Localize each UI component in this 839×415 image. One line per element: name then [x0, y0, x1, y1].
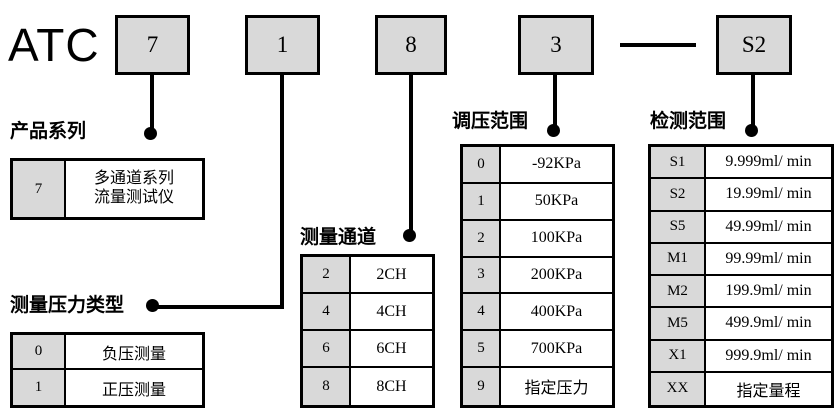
leader-line-pressure-type-vertical	[280, 75, 284, 309]
cell-description: 50KPa	[501, 183, 612, 219]
cell-description: 49.99ml/ min	[706, 211, 831, 242]
code-box-pressure-range[interactable]: 3	[518, 15, 594, 75]
caption-pressure-range: 调压范围	[452, 111, 529, 132]
cell-description: 99.99ml/ min	[706, 243, 831, 274]
cell-code: 2	[303, 257, 351, 292]
cell-description: 19.99ml/ min	[706, 179, 831, 210]
cell-description-line2: 流量测试仪	[93, 189, 174, 206]
table-product-series: 7 多通道系列 流量测试仪	[10, 158, 205, 220]
table-row[interactable]: 9 指定压力	[463, 368, 612, 405]
table-row[interactable]: 3 200KPa	[463, 257, 612, 295]
table-pressure-type: 0 负压测量 1 正压测量	[10, 332, 205, 408]
cell-description: 4CH	[351, 294, 432, 329]
caption-detection-range: 检测范围	[650, 111, 727, 132]
cell-description: 负压测量	[66, 335, 202, 368]
cell-code: 8	[303, 368, 351, 405]
cell-description: 9.999ml/ min	[706, 147, 831, 178]
cell-description: 100KPa	[501, 220, 612, 256]
cell-code: 4	[463, 294, 501, 330]
cell-description: 6CH	[351, 331, 432, 366]
cell-description: 499.9ml/ min	[706, 308, 831, 339]
table-pressure-range: 0 -92KPa 1 50KPa 2 100KPa 3 200KPa 4 400…	[460, 144, 615, 408]
cell-code: 6	[303, 331, 351, 366]
table-row[interactable]: 0 负压测量	[13, 335, 202, 370]
cell-code: 0	[13, 335, 66, 368]
code-box-detection-range[interactable]: S2	[716, 15, 792, 75]
cell-code: S2	[651, 179, 706, 210]
table-row[interactable]: S2 19.99ml/ min	[651, 179, 831, 212]
cell-description: 700KPa	[501, 331, 612, 367]
table-row[interactable]: S1 9.999ml/ min	[651, 147, 831, 180]
cell-code: 9	[463, 368, 501, 405]
table-row[interactable]: M5 499.9ml/ min	[651, 308, 831, 341]
table-row[interactable]: M2 199.9ml/ min	[651, 276, 831, 309]
separator-dash	[620, 43, 696, 47]
cell-code: M2	[651, 276, 706, 307]
leader-line-pressure-type-horizontal	[152, 305, 284, 309]
leader-dot-pressure-type	[146, 299, 159, 312]
model-prefix-label: ATC	[8, 19, 100, 71]
cell-code: 4	[303, 294, 351, 329]
leader-line-detection-range	[751, 75, 755, 130]
cell-code: X1	[651, 340, 706, 371]
cell-code: S5	[651, 211, 706, 242]
code-box-channels[interactable]: 8	[375, 15, 447, 75]
cell-description: 指定压力	[501, 368, 612, 405]
cell-description: 999.9ml/ min	[706, 340, 831, 371]
cell-description: 2CH	[351, 257, 432, 292]
table-detection-range: S1 9.999ml/ min S2 19.99ml/ min S5 49.99…	[648, 144, 834, 408]
table-row[interactable]: 5 700KPa	[463, 331, 612, 369]
cell-code: 3	[463, 257, 501, 293]
table-row[interactable]: X1 999.9ml/ min	[651, 340, 831, 373]
table-measure-channel: 2 2CH 4 4CH 6 6CH 8 8CH	[300, 254, 435, 408]
code-box-pressure-type[interactable]: 1	[245, 15, 320, 75]
cell-description: 指定量程	[706, 372, 831, 405]
cell-description: 8CH	[351, 368, 432, 405]
table-row[interactable]: 0 -92KPa	[463, 147, 612, 184]
caption-product-series: 产品系列	[10, 121, 87, 142]
cell-code: XX	[651, 372, 706, 405]
leader-dot-series	[144, 127, 157, 140]
cell-code: M5	[651, 308, 706, 339]
table-row[interactable]: 4 4CH	[303, 294, 432, 331]
leader-dot-detection-range	[745, 124, 758, 137]
table-row[interactable]: 6 6CH	[303, 331, 432, 368]
caption-measure-channel: 测量通道	[300, 227, 377, 248]
cell-description: 正压测量	[66, 370, 202, 405]
cell-code: 0	[463, 147, 501, 182]
cell-description: 400KPa	[501, 294, 612, 330]
leader-dot-pressure-range	[547, 124, 560, 137]
cell-code: 5	[463, 331, 501, 367]
leader-dot-channels	[403, 229, 416, 242]
table-row[interactable]: 4 400KPa	[463, 294, 612, 332]
table-row[interactable]: 1 正压测量	[13, 370, 202, 405]
leader-line-pressure-range	[553, 75, 557, 130]
table-row[interactable]: 7 多通道系列 流量测试仪	[13, 161, 202, 217]
cell-description: 多通道系列 流量测试仪	[66, 161, 202, 217]
table-row[interactable]: XX 指定量程	[651, 372, 831, 405]
cell-code: S1	[651, 147, 706, 178]
cell-description: 200KPa	[501, 257, 612, 293]
cell-code: 1	[463, 183, 501, 219]
cell-description: -92KPa	[501, 147, 612, 182]
leader-line-channels	[409, 75, 413, 235]
cell-description-line1: 多通道系列	[93, 170, 174, 188]
table-row[interactable]: 2 2CH	[303, 257, 432, 294]
table-row[interactable]: S5 49.99ml/ min	[651, 211, 831, 244]
cell-description: 199.9ml/ min	[706, 276, 831, 307]
cell-code: 1	[13, 370, 66, 405]
cell-code: 7	[13, 161, 66, 217]
table-row[interactable]: 1 50KPa	[463, 183, 612, 221]
table-row[interactable]: M1 99.99ml/ min	[651, 243, 831, 276]
code-box-series[interactable]: 7	[115, 15, 190, 75]
leader-line-series	[150, 75, 154, 133]
cell-code: M1	[651, 243, 706, 274]
table-row[interactable]: 2 100KPa	[463, 220, 612, 258]
table-row[interactable]: 8 8CH	[303, 368, 432, 405]
cell-code: 2	[463, 220, 501, 256]
caption-pressure-type: 测量压力类型	[10, 295, 125, 316]
